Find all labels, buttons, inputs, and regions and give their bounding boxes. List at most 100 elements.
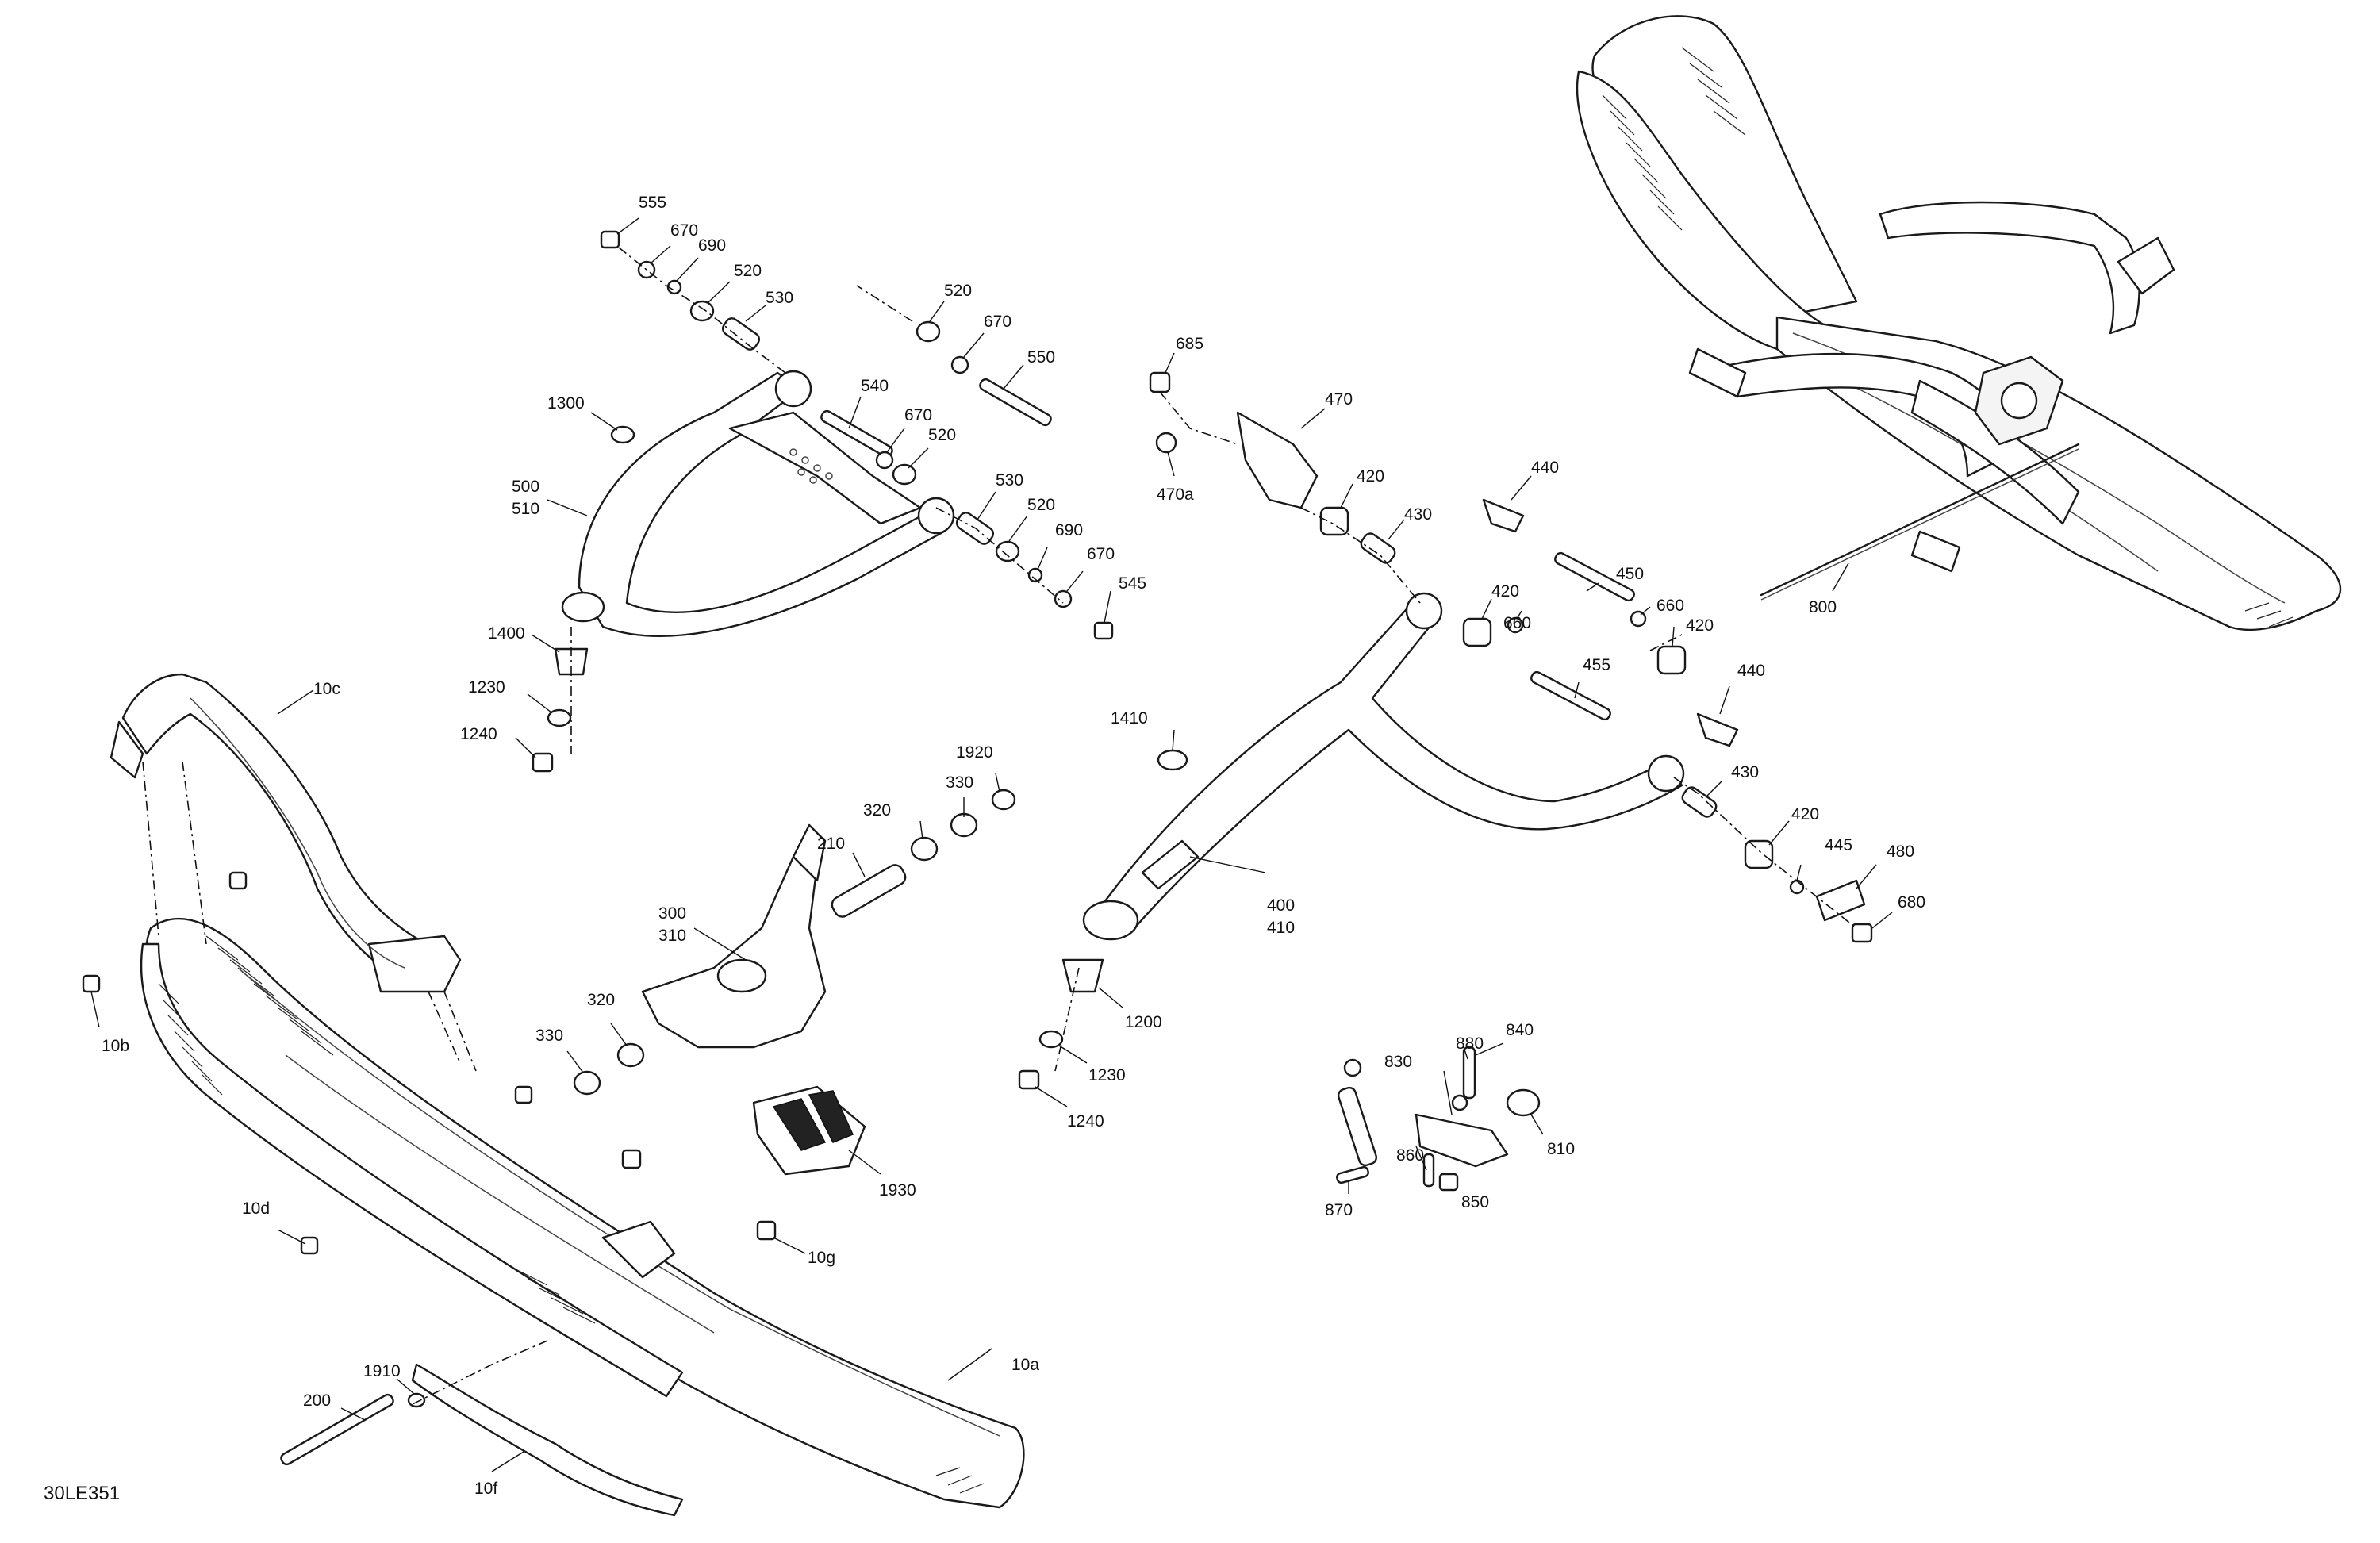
bushing-320a <box>910 836 939 862</box>
cap-685 <box>1149 371 1171 393</box>
callout-420: 420 <box>1686 616 1714 635</box>
cap-1300 <box>610 425 635 444</box>
callout-1240: 1240 <box>1067 1112 1104 1130</box>
callout-420: 420 <box>1791 805 1819 823</box>
callout-200: 200 <box>303 1391 331 1410</box>
bolt-10d <box>300 1236 319 1255</box>
callout-850: 850 <box>1461 1193 1489 1211</box>
washer-1230 <box>547 708 572 727</box>
bolt-450 <box>1554 551 1635 602</box>
assembled-ski-suspension <box>1576 15 2342 631</box>
ring-690b <box>1027 567 1043 583</box>
callout-1400: 1400 <box>488 624 525 643</box>
washer-1910 <box>407 1392 426 1408</box>
cap-1920 <box>991 789 1016 811</box>
bolt-870 <box>1336 1165 1369 1184</box>
steering-linkage <box>1336 1046 1541 1192</box>
bolt-840 <box>1462 1046 1476 1100</box>
ring-445 <box>1789 879 1805 895</box>
callout-510: 510 <box>512 500 539 518</box>
clip-440a <box>1482 498 1525 533</box>
washer-660a <box>1507 616 1524 634</box>
bushing-520d <box>995 540 1020 562</box>
callout-10c: 10c <box>313 680 340 698</box>
ski-hatching-main <box>158 935 596 1324</box>
washer-670c <box>875 451 894 470</box>
lower-arm-hardware <box>1018 371 1873 1090</box>
bushing-420b <box>1462 617 1492 647</box>
clip-440b <box>1696 712 1739 747</box>
bolt-200 <box>280 1393 394 1466</box>
callout-480: 480 <box>1887 843 1914 861</box>
callout-530: 530 <box>766 289 793 307</box>
bolt-455 <box>1530 670 1611 721</box>
callout-330: 330 <box>536 1027 563 1045</box>
plate-830 <box>1415 1113 1509 1168</box>
callout-1230: 1230 <box>1088 1066 1126 1084</box>
nut-1240 <box>532 752 554 773</box>
callout-455: 455 <box>1583 656 1610 674</box>
callout-670: 670 <box>670 221 698 240</box>
callout-670: 670 <box>904 406 932 424</box>
callout-1230: 1230 <box>468 678 505 697</box>
callout-210: 210 <box>817 835 845 853</box>
callout-10b: 10b <box>102 1037 129 1055</box>
callout-310: 310 <box>658 927 686 945</box>
washer-660b <box>1630 610 1647 628</box>
cap-470a <box>1155 432 1177 454</box>
callout-520: 520 <box>944 282 972 300</box>
bushing-520 <box>689 300 715 322</box>
axle-210 <box>831 864 907 918</box>
main-ski <box>82 761 1025 1517</box>
callout-410: 410 <box>1267 919 1295 937</box>
callout-1300: 1300 <box>547 394 585 413</box>
leader-lines <box>90 217 1893 1472</box>
ring-1410 <box>1157 749 1188 771</box>
callout-300: 300 <box>658 904 686 923</box>
sleeve-530 <box>721 317 761 351</box>
callout-680: 680 <box>1898 893 1925 912</box>
callout-1240: 1240 <box>460 725 497 743</box>
nut-545 <box>1093 621 1114 640</box>
callout-470: 470 <box>1325 390 1353 409</box>
nut-555 <box>600 230 620 249</box>
callout-450: 450 <box>1616 565 1644 583</box>
callout-690: 690 <box>1055 521 1083 539</box>
ski-handle <box>109 673 462 993</box>
bolt-10e <box>228 871 248 890</box>
bushing-420a <box>1319 506 1349 536</box>
bolt-10b <box>82 974 101 993</box>
ski-hatching-top <box>1602 47 1746 231</box>
callout-1920: 1920 <box>956 743 993 762</box>
callout-10a: 10a <box>1012 1356 1039 1374</box>
callout-670: 670 <box>1087 545 1115 563</box>
bushing-420d <box>1744 839 1774 869</box>
washer-880 <box>1451 1094 1468 1111</box>
bushing-420c <box>1656 645 1687 675</box>
callout-870: 870 <box>1325 1201 1353 1219</box>
callout-530: 530 <box>996 471 1023 489</box>
callout-1910: 1910 <box>363 1362 401 1380</box>
callout-400: 400 <box>1267 896 1295 915</box>
callout-1410: 1410 <box>1111 709 1148 727</box>
callout-830: 830 <box>1384 1053 1412 1071</box>
callout-10g: 10g <box>808 1249 835 1267</box>
callout-660: 660 <box>1656 597 1684 615</box>
lower-a-arm <box>1082 592 1685 941</box>
nut-10g <box>756 1220 777 1241</box>
reference-code: 30LE351 <box>44 1483 120 1504</box>
lever-860 <box>1337 1086 1378 1167</box>
nut-1240b <box>1018 1069 1040 1090</box>
callout-440: 440 <box>1531 459 1559 477</box>
callout-685: 685 <box>1176 335 1203 353</box>
callout-660: 660 <box>1503 614 1531 632</box>
callout-540: 540 <box>861 377 889 395</box>
upper-a-arm <box>561 370 955 637</box>
callout-1930: 1930 <box>879 1181 916 1199</box>
suspension-frame-top <box>1688 201 2175 573</box>
callout-500: 500 <box>512 478 539 496</box>
nut-10i <box>621 1149 642 1169</box>
callout-520: 520 <box>928 426 956 444</box>
bushing-810 <box>1506 1088 1541 1117</box>
